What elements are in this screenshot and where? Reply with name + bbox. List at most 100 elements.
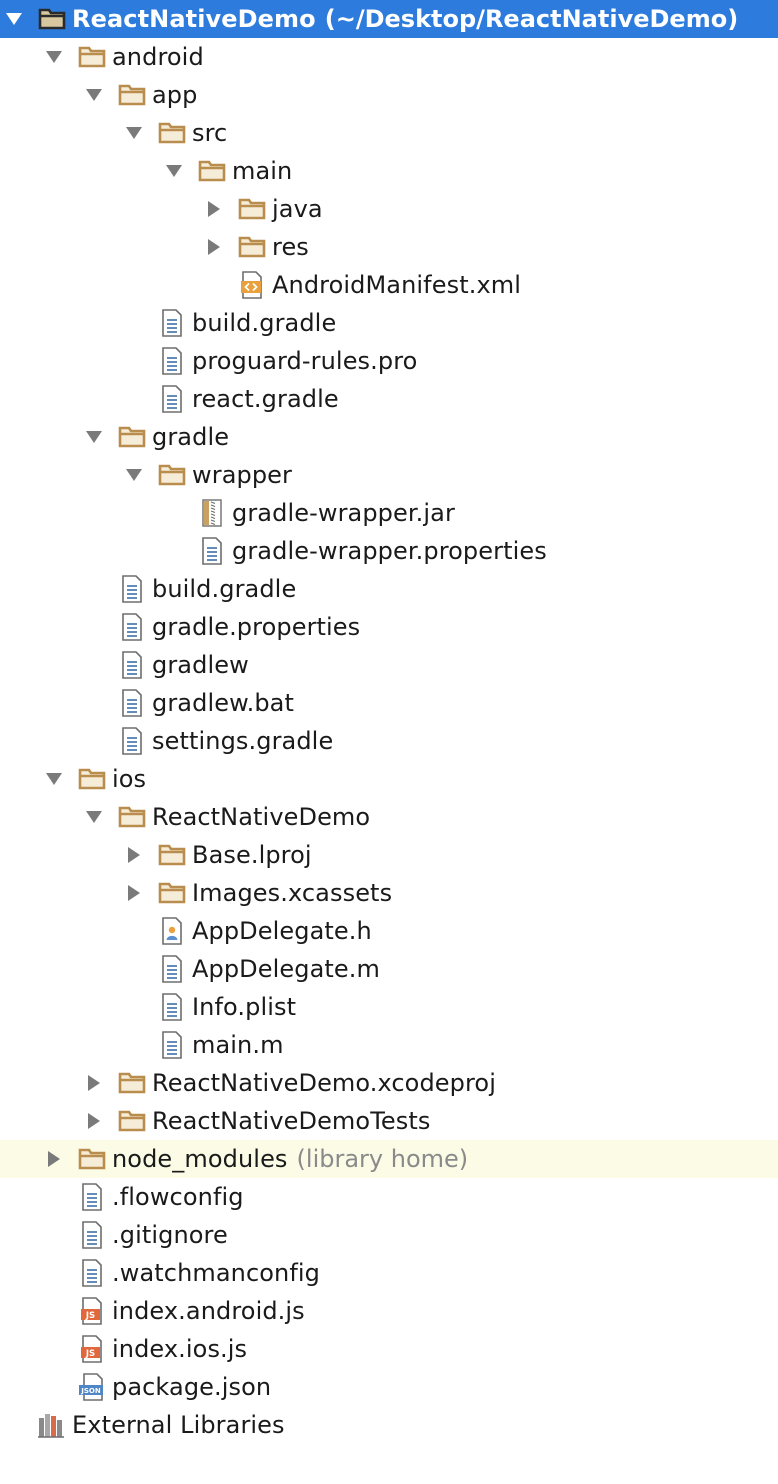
tree-item-proguard-rules-pro[interactable]: proguard-rules.pro	[0, 342, 778, 380]
collapse-arrow-icon[interactable]	[44, 47, 64, 67]
tree-item-label: package.json	[112, 1373, 272, 1401]
tree-item-android[interactable]: android	[0, 38, 778, 76]
tree-item-gradle-wrapper-jar[interactable]: gradle-wrapper.jar	[0, 494, 778, 532]
tree-item-app[interactable]: app	[0, 76, 778, 114]
tree-item-path: (~/Desktop/ReactNativeDemo)	[324, 5, 739, 33]
collapse-arrow-icon[interactable]	[4, 9, 24, 29]
expand-arrow-icon[interactable]	[204, 199, 224, 219]
folder-icon	[78, 1145, 106, 1173]
expand-arrow-icon[interactable]	[204, 237, 224, 257]
text-file-icon	[78, 1221, 106, 1249]
svg-text:JS: JS	[85, 1311, 95, 1321]
tree-item-gitignore[interactable]: .gitignore	[0, 1216, 778, 1254]
tree-item-flowconfig[interactable]: .flowconfig	[0, 1178, 778, 1216]
tree-item-label: index.ios.js	[112, 1335, 248, 1363]
text-file-icon	[118, 689, 146, 717]
collapse-arrow-icon[interactable]	[124, 465, 144, 485]
js-file-icon: JS	[78, 1297, 106, 1325]
text-file-icon	[158, 955, 186, 983]
tree-item-label: AndroidManifest.xml	[272, 271, 521, 299]
tree-item-java[interactable]: java	[0, 190, 778, 228]
collapse-arrow-icon[interactable]	[84, 807, 104, 827]
tree-item-label: .flowconfig	[112, 1183, 244, 1211]
tree-item-base-lproj[interactable]: Base.lproj	[0, 836, 778, 874]
tree-item-wrapper[interactable]: wrapper	[0, 456, 778, 494]
tree-item-label: AppDelegate.h	[192, 917, 372, 945]
tree-item-label: build.gradle	[152, 575, 297, 603]
tree-item-label: AppDelegate.m	[192, 955, 380, 983]
tree-item-label: gradle	[152, 423, 230, 451]
tree-item-main[interactable]: main	[0, 152, 778, 190]
tree-item-gradle-properties[interactable]: gradle.properties	[0, 608, 778, 646]
tree-item-reactnativedemo[interactable]: ReactNativeDemo	[0, 798, 778, 836]
folder-icon	[158, 461, 186, 489]
tree-item-gradlew-bat[interactable]: gradlew.bat	[0, 684, 778, 722]
tree-item-reactnativedemo-xcodeproj[interactable]: ReactNativeDemo.xcodeproj	[0, 1064, 778, 1102]
tree-item-images-xcassets[interactable]: Images.xcassets	[0, 874, 778, 912]
tree-item-label: main.m	[192, 1031, 284, 1059]
tree-item-label: .gitignore	[112, 1221, 228, 1249]
collapse-arrow-icon[interactable]	[84, 85, 104, 105]
folder-icon	[238, 233, 266, 261]
text-file-icon	[158, 993, 186, 1021]
tree-item-package-json[interactable]: JSON package.json	[0, 1368, 778, 1406]
tree-item-build-gradle[interactable]: build.gradle	[0, 570, 778, 608]
tree-item-label: Images.xcassets	[192, 879, 393, 907]
expand-arrow-icon[interactable]	[44, 1149, 64, 1169]
tree-item-react-gradle[interactable]: react.gradle	[0, 380, 778, 418]
expand-arrow-icon[interactable]	[84, 1073, 104, 1093]
expand-arrow-icon[interactable]	[84, 1111, 104, 1131]
expand-arrow-icon[interactable]	[124, 845, 144, 865]
tree-item-androidmanifest-xml[interactable]: AndroidManifest.xml	[0, 266, 778, 304]
tree-item-label: ios	[112, 765, 147, 793]
tree-item-reactnativedemo[interactable]: ReactNativeDemo (~/Desktop/ReactNativeDem…	[0, 0, 778, 38]
tree-item-label: res	[272, 233, 309, 261]
tree-item-reactnativedemotests[interactable]: ReactNativeDemoTests	[0, 1102, 778, 1140]
folder-icon	[38, 5, 66, 33]
folder-icon	[158, 119, 186, 147]
folder-icon	[158, 879, 186, 907]
collapse-arrow-icon[interactable]	[44, 769, 64, 789]
json-file-icon: JSON	[78, 1373, 106, 1401]
folder-icon	[198, 157, 226, 185]
text-file-icon	[78, 1183, 106, 1211]
tree-item-settings-gradle[interactable]: settings.gradle	[0, 722, 778, 760]
tree-item-appdelegate-h[interactable]: AppDelegate.h	[0, 912, 778, 950]
tree-item-label: ReactNativeDemo	[72, 5, 316, 33]
collapse-arrow-icon[interactable]	[84, 427, 104, 447]
svg-text:JSON: JSON	[80, 1387, 101, 1395]
tree-item-label: wrapper	[192, 461, 293, 489]
tree-item-label: main	[232, 157, 293, 185]
tree-item-label: gradle-wrapper.jar	[232, 499, 455, 527]
tree-item-label: settings.gradle	[152, 727, 334, 755]
expand-arrow-icon[interactable]	[124, 883, 144, 903]
folder-icon	[78, 43, 106, 71]
tree-item-label: Base.lproj	[192, 841, 312, 869]
tree-item-gradlew[interactable]: gradlew	[0, 646, 778, 684]
folder-icon	[118, 1069, 146, 1097]
tree-item-gradle-wrapper-properties[interactable]: gradle-wrapper.properties	[0, 532, 778, 570]
tree-item-src[interactable]: src	[0, 114, 778, 152]
tree-item-label: External Libraries	[72, 1411, 285, 1439]
tree-item-watchmanconfig[interactable]: .watchmanconfig	[0, 1254, 778, 1292]
project-tree: ReactNativeDemo (~/Desktop/ReactNativeDem…	[0, 0, 778, 1444]
tree-item-appdelegate-m[interactable]: AppDelegate.m	[0, 950, 778, 988]
tree-item-info-plist[interactable]: Info.plist	[0, 988, 778, 1026]
tree-item-label: ReactNativeDemoTests	[152, 1107, 431, 1135]
svg-text:JS: JS	[85, 1349, 95, 1359]
tree-item-ios[interactable]: ios	[0, 760, 778, 798]
tree-item-res[interactable]: res	[0, 228, 778, 266]
text-file-icon	[158, 309, 186, 337]
collapse-arrow-icon[interactable]	[124, 123, 144, 143]
tree-item-build-gradle[interactable]: build.gradle	[0, 304, 778, 342]
tree-item-label: app	[152, 81, 198, 109]
tree-item-index-ios-js[interactable]: JS index.ios.js	[0, 1330, 778, 1368]
tree-item-node-modules[interactable]: node_modules(library home)	[0, 1140, 778, 1178]
tree-item-gradle[interactable]: gradle	[0, 418, 778, 456]
tree-item-label: .watchmanconfig	[112, 1259, 321, 1287]
collapse-arrow-icon[interactable]	[164, 161, 184, 181]
tree-item-label: src	[192, 119, 228, 147]
tree-item-external-libraries[interactable]: External Libraries	[0, 1406, 778, 1444]
tree-item-main-m[interactable]: main.m	[0, 1026, 778, 1064]
